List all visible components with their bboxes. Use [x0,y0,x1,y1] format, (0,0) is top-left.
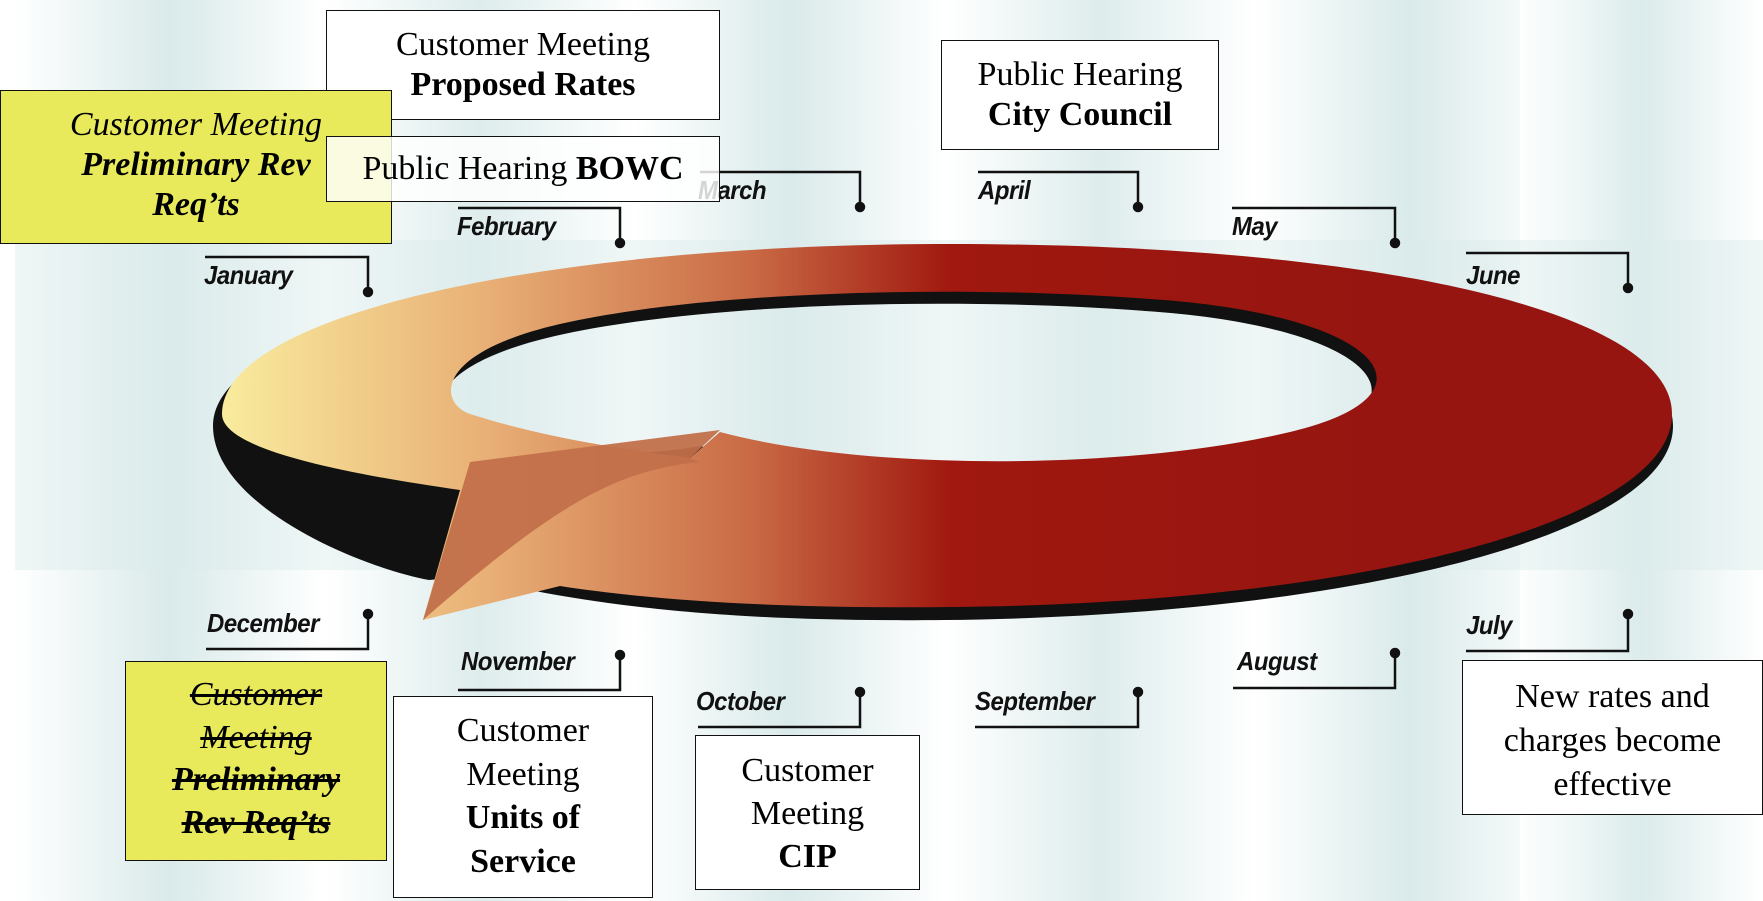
event-box-line: Preliminary Rev [81,146,311,184]
event-box-line: Public Hearing [977,56,1183,93]
month-label-february: February [457,211,556,241]
event-box-line: Units of [465,799,581,837]
month-label-september: September [975,686,1095,716]
event-box-line: Meeting [200,718,312,756]
event-box-line: Service [470,842,576,880]
event-box-line: City Council [987,96,1173,134]
month-label-august: August [1237,646,1317,676]
month-label-july: July [1466,610,1513,640]
cycle-arrow [222,244,1672,620]
month-label-december: December [207,608,319,638]
event-box-cip: Customer Meeting CIP [695,735,920,890]
event-box-line: Customer [741,752,874,789]
event-box-line: Preliminary [171,761,341,798]
month-leader-lines [205,170,1634,729]
event-box-line: Customer [189,676,323,713]
event-box-units-of-service: Customer Meeting Units of Service [393,696,653,898]
event-box-line: Customer [456,712,590,749]
event-box-line: Req’ts [152,186,240,224]
event-box-line: Public Hearing [362,150,576,187]
month-label-november: November [461,646,575,676]
event-box-preliminary-bottom: Customer Meeting Preliminary Rev Req’ts [125,661,387,861]
event-box-line: BOWC [575,150,684,187]
event-box-bowc: Public Hearing BOWC [326,136,720,202]
event-box-line: New rates and [1515,678,1710,715]
event-box-line: Customer Meeting [69,106,323,143]
event-box-line: Customer Meeting [395,26,651,63]
event-box-line: charges become [1503,722,1722,760]
month-label-june: June [1466,260,1520,290]
event-box-line: effective [1553,766,1672,804]
month-label-october: October [696,686,785,716]
event-box-line: Meeting [750,794,865,832]
month-label-april: April [978,175,1031,205]
event-box-new-rates: New rates and charges become effective [1462,660,1763,815]
cycle-arrowhead [423,430,720,620]
month-label-may: May [1232,211,1278,241]
event-box-line: Rev Req’ts [181,803,331,841]
month-label-january: January [204,260,293,290]
event-box-line: Meeting [466,755,580,793]
event-box-city-council: Public Hearing City Council [941,40,1219,150]
event-box-line: Proposed Rates [410,66,636,104]
event-box-line: CIP [778,837,837,875]
